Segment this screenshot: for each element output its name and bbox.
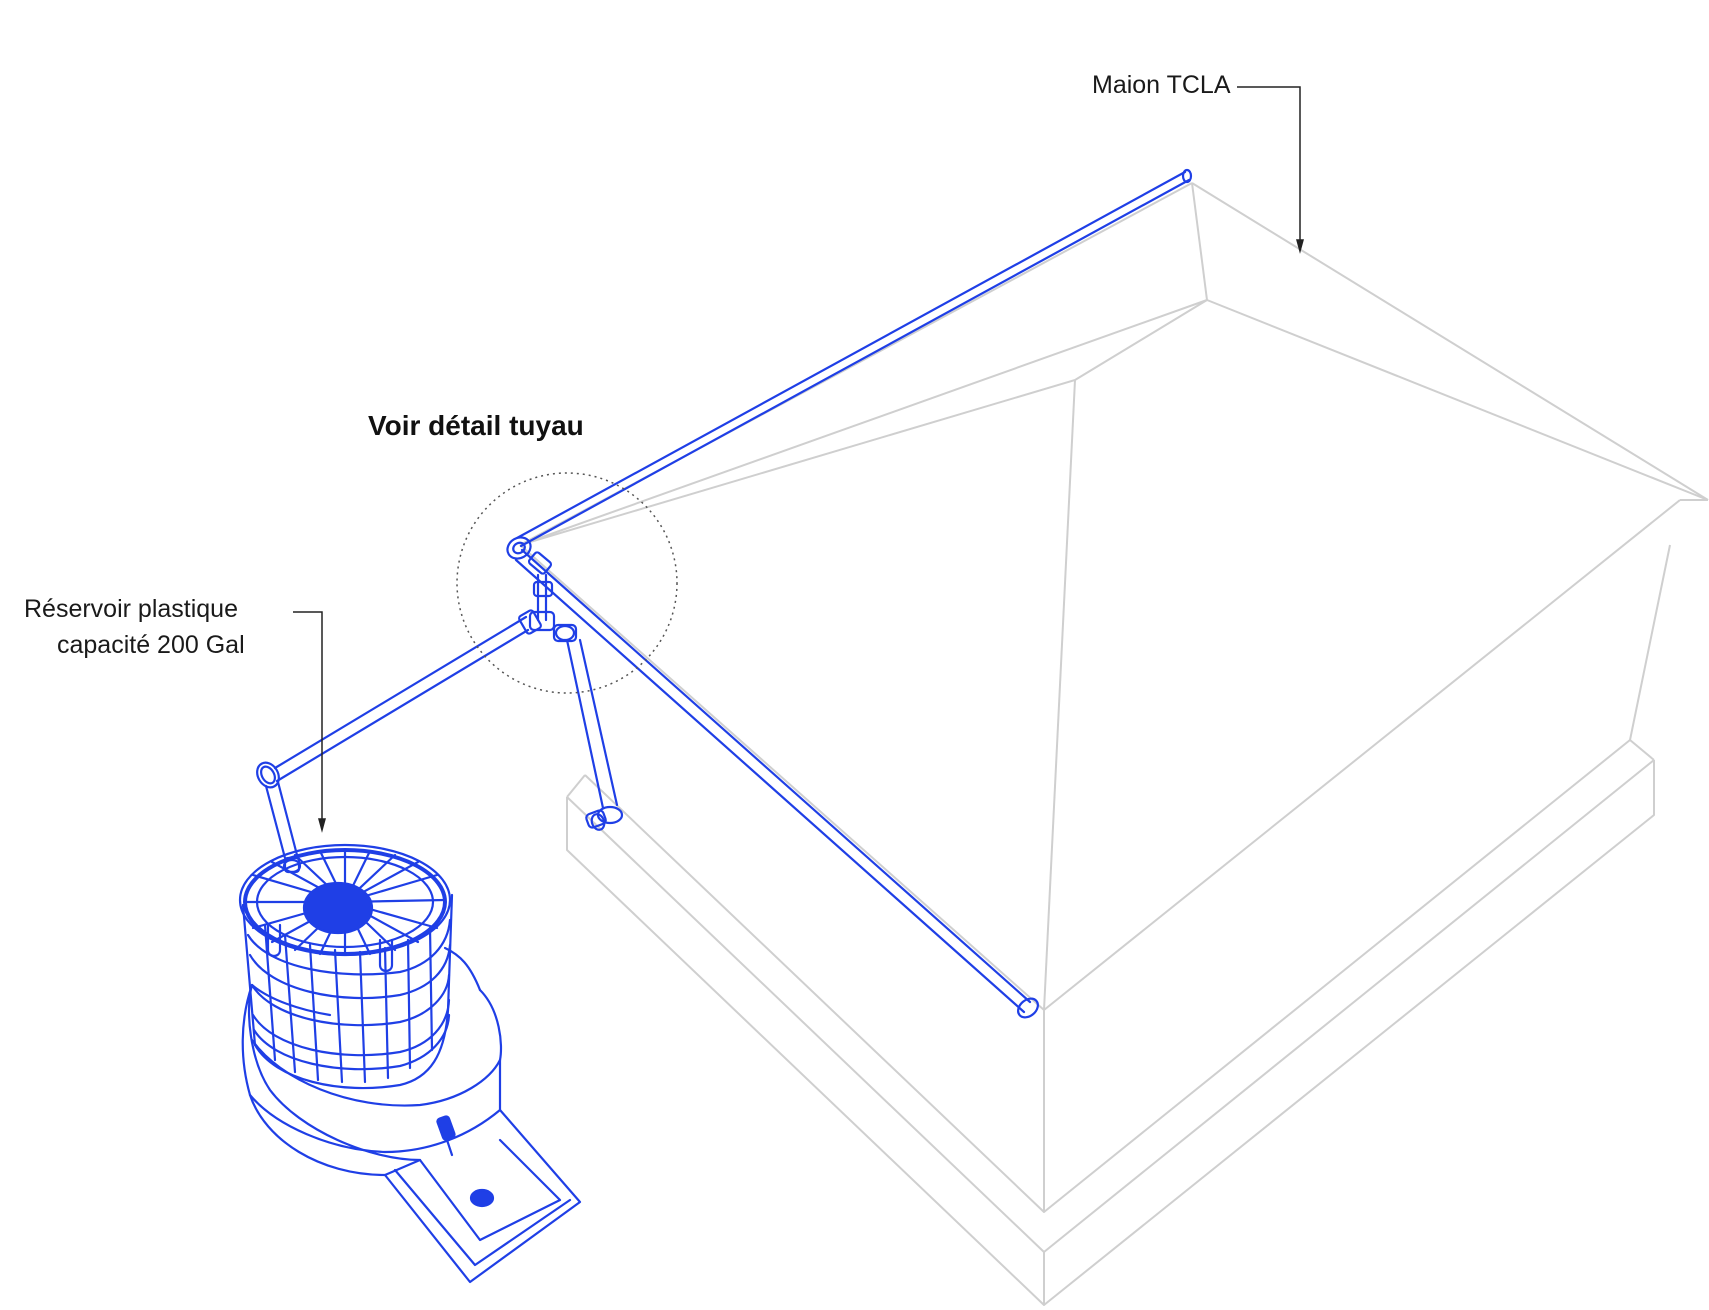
house: [519, 182, 1709, 1306]
front-gutter-pipe: [514, 548, 1039, 1019]
house-leader-arrow: [1296, 239, 1304, 254]
tank-outlet-tap: [436, 1115, 456, 1157]
tank-leader-arrow: [318, 818, 326, 833]
transfer-pipe: [256, 609, 542, 874]
water-tank: [238, 843, 582, 1284]
detail-circle: [456, 472, 678, 694]
house-walls: [584, 544, 1671, 1213]
house-leader: [1237, 86, 1301, 243]
tank-leader: [293, 611, 323, 822]
piping: [238, 168, 1193, 1284]
house-label: Maion TCLA: [1092, 71, 1231, 99]
corner-elbow: [506, 536, 553, 575]
leader-lines: [293, 86, 1304, 833]
tank-label-line2: capacité 200 Gal: [57, 631, 245, 659]
roof-gutter-pipe: [515, 168, 1193, 548]
downpipe: [565, 638, 624, 831]
tank-lid: [243, 848, 447, 956]
detail-title: Voir détail tuyau: [368, 410, 584, 441]
drain-tray: [383, 1108, 582, 1284]
tank-vents: [266, 856, 394, 973]
house-roof: [519, 182, 1709, 1011]
tank-label-line1: Réservoir plastique: [24, 595, 238, 623]
tank-base: [241, 946, 503, 1177]
tee-fitting: [528, 573, 578, 643]
house-base: [566, 739, 1655, 1306]
